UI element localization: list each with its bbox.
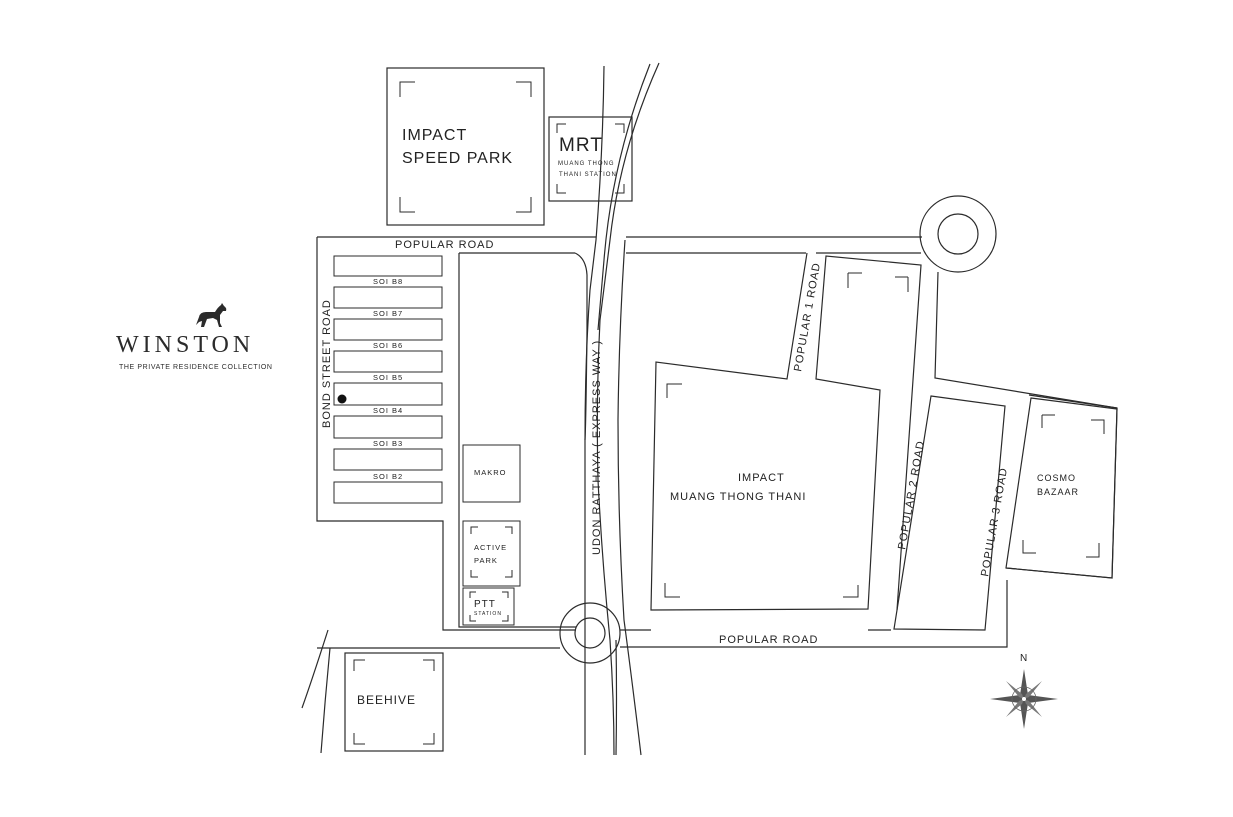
ptt-sub: STATION xyxy=(474,611,502,617)
ptt-station-box xyxy=(462,587,515,626)
udon-ratthaya-label: UDON RATTHAYA ( EXPRESS WAY ) xyxy=(591,340,603,555)
compass-north-label: N xyxy=(1020,653,1028,664)
project-location-marker xyxy=(337,394,347,404)
cosmo-bazaar-label-2: BAZAAR xyxy=(1037,487,1079,497)
ptt-title: PTT xyxy=(474,599,496,610)
impact-speed-park: IMPACT SPEED PARK xyxy=(386,67,545,226)
bond-street-block: SOI B8 SOI B7 SOI B6 SOI B5 SOI B4 SOI B… xyxy=(316,237,576,631)
mrt-sub-1: MUANG THONG xyxy=(558,161,615,167)
impact-muang-thong-thani: POPULAR 1 ROAD IMPACT MUANG THONG THANI xyxy=(650,252,922,611)
beehive-label: BEEHIVE xyxy=(357,693,416,707)
soi-b6-label: SOI B6 xyxy=(373,341,403,350)
expressway: UDON RATTHAYA ( EXPRESS WAY ) xyxy=(584,62,660,756)
brand-name: WINSTON xyxy=(116,332,254,358)
mrt-title: MRT xyxy=(559,135,603,156)
horse-icon xyxy=(196,303,227,327)
impact-speed-park-label-1: IMPACT xyxy=(402,127,467,144)
brand-tagline: THE PRIVATE RESIDENCE COLLECTION xyxy=(119,364,273,371)
makro-label: MAKRO xyxy=(474,468,507,477)
active-park-label-1: ACTIVE xyxy=(474,543,507,552)
active-park-label-2: PARK xyxy=(474,556,498,565)
popular-3-road-label: POPULAR 3 ROAD xyxy=(979,467,1010,578)
mrt-sub-2: THANI STATION xyxy=(559,172,617,178)
popular-road-south-label: POPULAR ROAD xyxy=(719,634,818,646)
impact-speed-park-label-2: SPEED PARK xyxy=(402,150,513,167)
soi-b5-label: SOI B5 xyxy=(373,373,403,382)
middle-block: MAKRO ACTIVE PARK PTT STATION xyxy=(458,253,576,628)
makro-box xyxy=(462,444,521,503)
popular-2-3-roads: POPULAR 2 ROAD POPULAR 3 ROAD xyxy=(893,271,1118,631)
bond-street-road-label: BOND STREET ROAD xyxy=(321,299,333,428)
soi-b8-label: SOI B8 xyxy=(373,277,403,286)
roundabout-east xyxy=(919,195,997,273)
soi-b7-label: SOI B7 xyxy=(373,309,403,318)
popular-road-north-label: POPULAR ROAD xyxy=(395,239,494,251)
cosmo-bazaar: COSMO BAZAAR xyxy=(1005,397,1118,579)
winston-logo: WINSTON THE PRIVATE RESIDENCE COLLECTION xyxy=(116,303,273,371)
popular-2-road-label: POPULAR 2 ROAD xyxy=(896,440,927,551)
impact-mtt-label-2: MUANG THONG THANI xyxy=(670,491,806,503)
popular-road-north: POPULAR ROAD xyxy=(317,236,922,441)
mrt-station: MRT MUANG THONG THANI STATION xyxy=(548,116,633,202)
active-park-box xyxy=(462,520,521,587)
popular-road-south: POPULAR ROAD xyxy=(301,580,1008,754)
soi-b4-label: SOI B4 xyxy=(373,406,403,415)
beehive: BEEHIVE xyxy=(344,652,444,752)
compass-rose-icon: N xyxy=(990,653,1058,729)
cosmo-bazaar-label-1: COSMO xyxy=(1037,473,1076,483)
soi-b3-label: SOI B3 xyxy=(373,439,403,448)
impact-mtt-label-1: IMPACT xyxy=(738,472,785,484)
soi-b2-label: SOI B2 xyxy=(373,472,403,481)
